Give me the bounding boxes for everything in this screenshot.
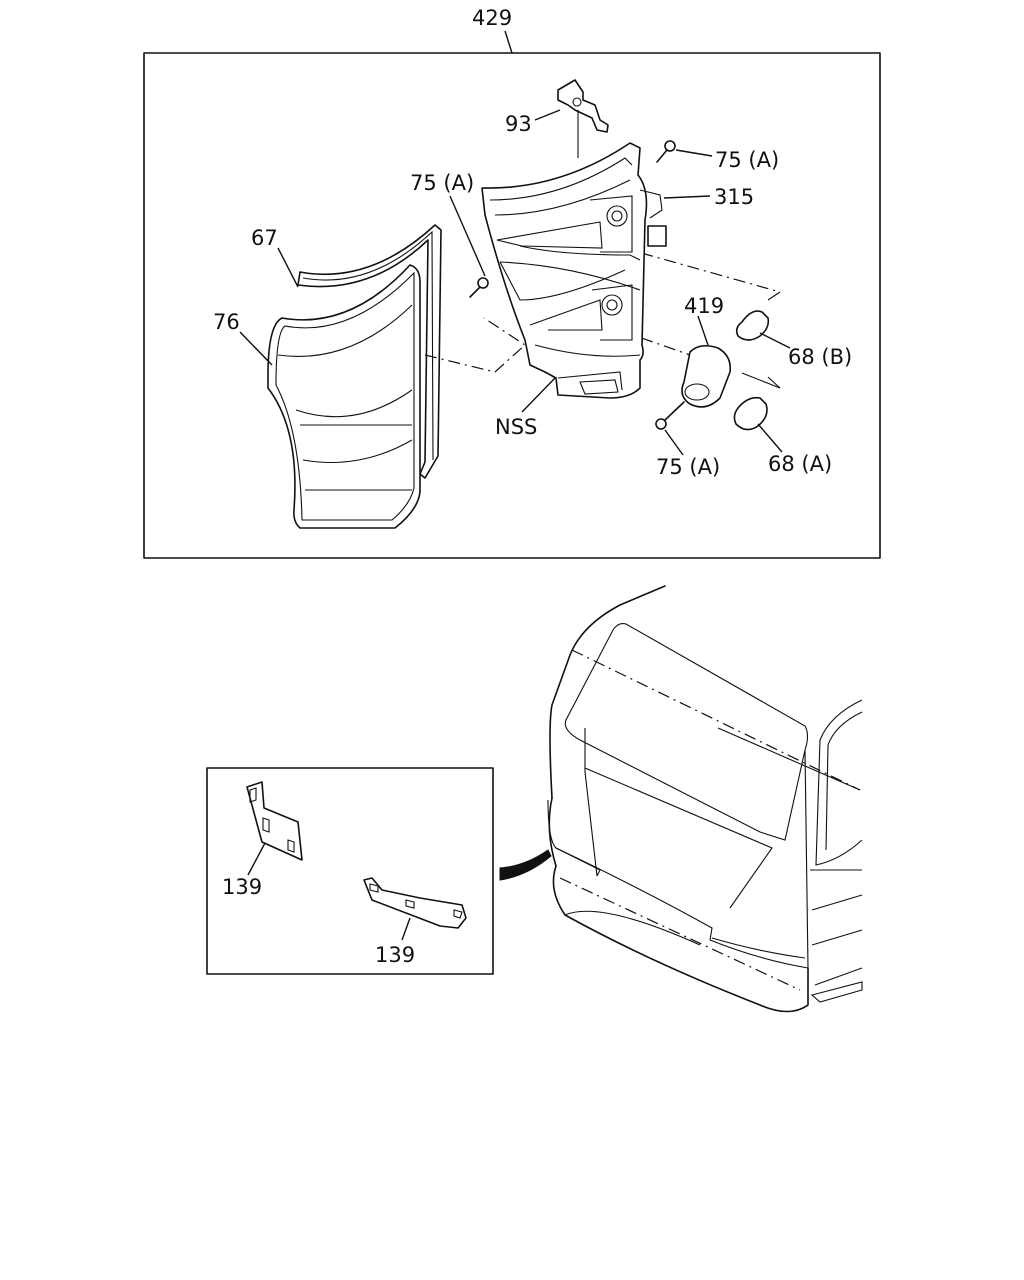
bracket: 93 xyxy=(505,79,609,136)
screw-upper-right: 75 (A) xyxy=(656,140,779,172)
callout-68b: 68 (B) xyxy=(788,345,852,369)
screw-lower: 75 (A) xyxy=(655,401,720,479)
callout-nss: NSS xyxy=(495,415,537,439)
location-arrow xyxy=(499,849,552,881)
callout-67: 67 xyxy=(251,226,278,250)
callout-93: 93 xyxy=(505,112,532,136)
gasket: 67 xyxy=(251,224,442,479)
socket: 419 xyxy=(681,294,732,408)
vehicle-rear-view xyxy=(547,585,863,1013)
lens: 76 xyxy=(213,264,421,529)
shim-inset: 139 139 xyxy=(206,767,494,975)
assembly-frame: 429 xyxy=(143,6,881,559)
bulb-b: 68 (B) xyxy=(735,310,852,369)
screw-upper-left: 75 (A) xyxy=(410,171,489,298)
callout-75a-upper-left: 75 (A) xyxy=(410,171,474,195)
callout-139-upper: 139 xyxy=(222,875,262,899)
callout-315: 315 xyxy=(714,185,754,209)
callout-419: 419 xyxy=(684,294,724,318)
callout-75a-upper-right: 75 (A) xyxy=(715,148,779,172)
connector: 315 xyxy=(639,185,754,247)
bulb-a: 68 (A) xyxy=(733,396,832,476)
housing: NSS xyxy=(481,142,648,439)
callout-68a: 68 (A) xyxy=(768,452,832,476)
callout-76: 76 xyxy=(213,310,240,334)
callout-75a-lower: 75 (A) xyxy=(656,455,720,479)
callout-139-lower: 139 xyxy=(375,943,415,967)
callout-429: 429 xyxy=(472,6,512,30)
